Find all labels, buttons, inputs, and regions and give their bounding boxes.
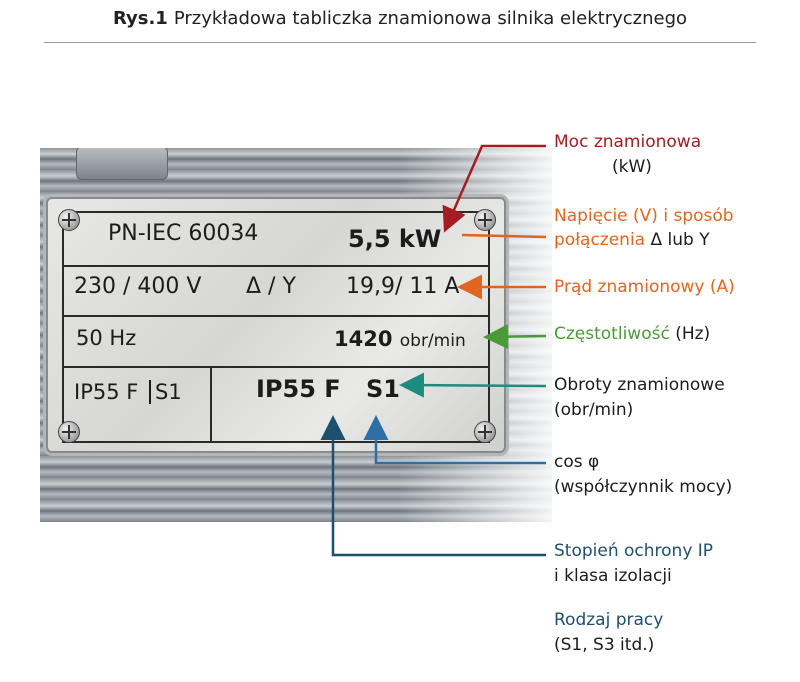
caption-divider	[44, 42, 756, 43]
label-napiecie-line2: połączenia Δ lub Y	[554, 229, 710, 252]
label-cos-desc: (współczynnik mocy)	[554, 477, 733, 497]
label-obroty-unit: (obr/min)	[554, 400, 634, 420]
plate-speed-unit: obr/min	[399, 331, 466, 351]
arrow-stopien	[320, 415, 546, 557]
plate-duty-right: S1	[366, 375, 400, 403]
plate-divider-3	[64, 366, 488, 368]
label-napiecie-rest: Δ lub Y	[645, 230, 710, 250]
plate-divider-2	[64, 315, 488, 317]
caption-text: Przykładowa tabliczka znamionowa silnika…	[173, 8, 688, 29]
label-moc-unit: (kW)	[612, 157, 652, 177]
plate-ip-class-right: IP55 F	[256, 375, 341, 403]
screw-icon	[58, 209, 80, 231]
rating-plate: PN-IEC 60034 5,5 kW 230 / 400 V Δ / Y 19…	[46, 197, 506, 453]
screw-icon	[58, 421, 80, 443]
label-napiecie-colored: połączenia	[554, 230, 646, 250]
label-rodzaj-desc: (S1, S3 itd.)	[554, 635, 655, 655]
label-stopien: Stopień ochrony IP	[554, 541, 714, 561]
plate-ip-class-left: IP55 F S1	[74, 380, 182, 404]
plate-standard: PN-IEC 60034	[108, 221, 259, 246]
plate-current: 19,9/ 11 A	[346, 274, 460, 299]
plate-ip-left: IP55 F	[74, 380, 139, 404]
label-czestotliwosc-colored: Częstotliwość	[554, 324, 670, 344]
plate-frequency: 50 Hz	[76, 326, 137, 350]
screw-icon	[474, 209, 496, 231]
label-prad: Prąd znamionowy (A)	[554, 277, 735, 297]
label-cos: cos φ	[554, 452, 600, 472]
arrow-czestotliwosc	[483, 324, 547, 350]
arrow-cos	[363, 415, 546, 465]
label-czestotliwosc-rest: (Hz)	[669, 324, 711, 344]
label-stopien-desc: i klasa izolacji	[554, 566, 672, 586]
lifting-eye-base	[76, 148, 168, 180]
label-rodzaj: Rodzaj pracy	[554, 610, 664, 630]
label-moc: Moc znamionowa	[554, 132, 702, 152]
plate-duty-left: S1	[149, 380, 182, 404]
plate-speed-value: 1420	[334, 327, 393, 351]
plate-divider-1	[64, 265, 488, 267]
plate-voltage: 230 / 400 V	[74, 274, 202, 299]
plate-power: 5,5 kW	[348, 225, 442, 253]
label-obroty: Obroty znamionowe	[554, 375, 725, 395]
screw-icon	[474, 421, 496, 443]
label-napiecie: Napięcie (V) i sposób	[554, 206, 734, 226]
arrow-moc	[442, 144, 546, 233]
plate-speed: 1420 obr/min	[334, 327, 466, 351]
caption-prefix: Rys.1	[112, 8, 168, 29]
plate-divider-vertical	[210, 366, 212, 441]
arrow-obroty	[399, 372, 547, 398]
arrow-napiecie	[461, 233, 547, 239]
label-czestotliwosc: Częstotliwość (Hz)	[554, 323, 710, 346]
plate-connection: Δ / Y	[246, 274, 296, 299]
